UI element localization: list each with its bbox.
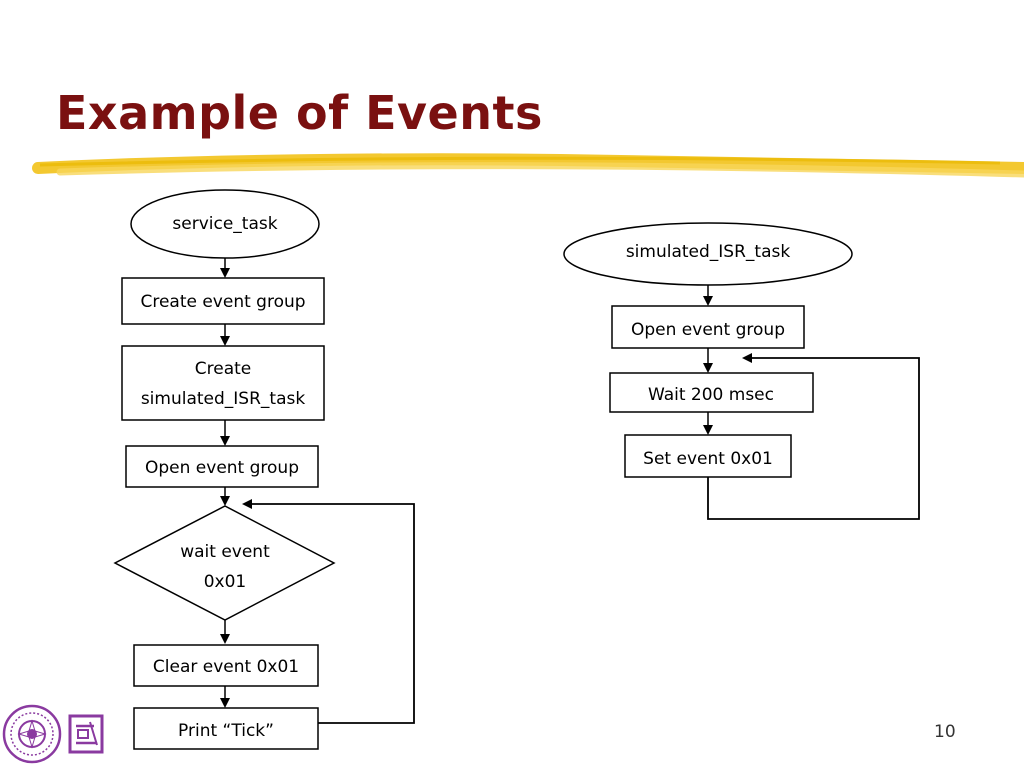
left-clear-event-label: Clear event 0x01: [153, 657, 299, 677]
title-underline-highlight: [32, 153, 1024, 178]
left-create-isr-task-line1: Create: [195, 359, 252, 379]
left-create-event-group-box: [121, 277, 325, 325]
left-open-event-group-box: [125, 445, 319, 488]
calligraphy-character-mark: [68, 714, 104, 754]
left-print-tick-label: Print “Tick”: [178, 721, 274, 741]
university-seal-logo: [2, 704, 62, 764]
left-create-event-group-label: Create event group: [140, 292, 305, 312]
right-set-event-box: [624, 434, 792, 478]
right-loop-back-arrow: [707, 353, 920, 520]
left-open-event-group-label: Open event group: [145, 458, 299, 478]
right-set-event-label: Set event 0x01: [643, 449, 773, 469]
left-print-tick-box: [133, 707, 319, 750]
left-decision-line2: 0x01: [204, 572, 247, 592]
left-create-isr-task-box: [121, 345, 325, 421]
right-open-event-group-label: Open event group: [631, 320, 785, 340]
left-create-isr-task-line2: simulated_ISR_task: [141, 389, 306, 409]
left-clear-event-box: [133, 644, 319, 687]
right-start-label: simulated_ISR_task: [626, 242, 791, 262]
right-wait-box: [609, 372, 814, 413]
page-number: 10: [934, 722, 956, 742]
left-decision-line1: wait event: [180, 542, 270, 562]
left-start-label: service_task: [172, 214, 277, 234]
left-wait-event-decision: [113, 505, 336, 621]
slide-title: Example of Events: [56, 86, 543, 140]
left-loop-back-arrow: [242, 499, 415, 724]
right-open-event-group-box: [611, 305, 805, 349]
right-wait-label: Wait 200 msec: [648, 385, 774, 405]
